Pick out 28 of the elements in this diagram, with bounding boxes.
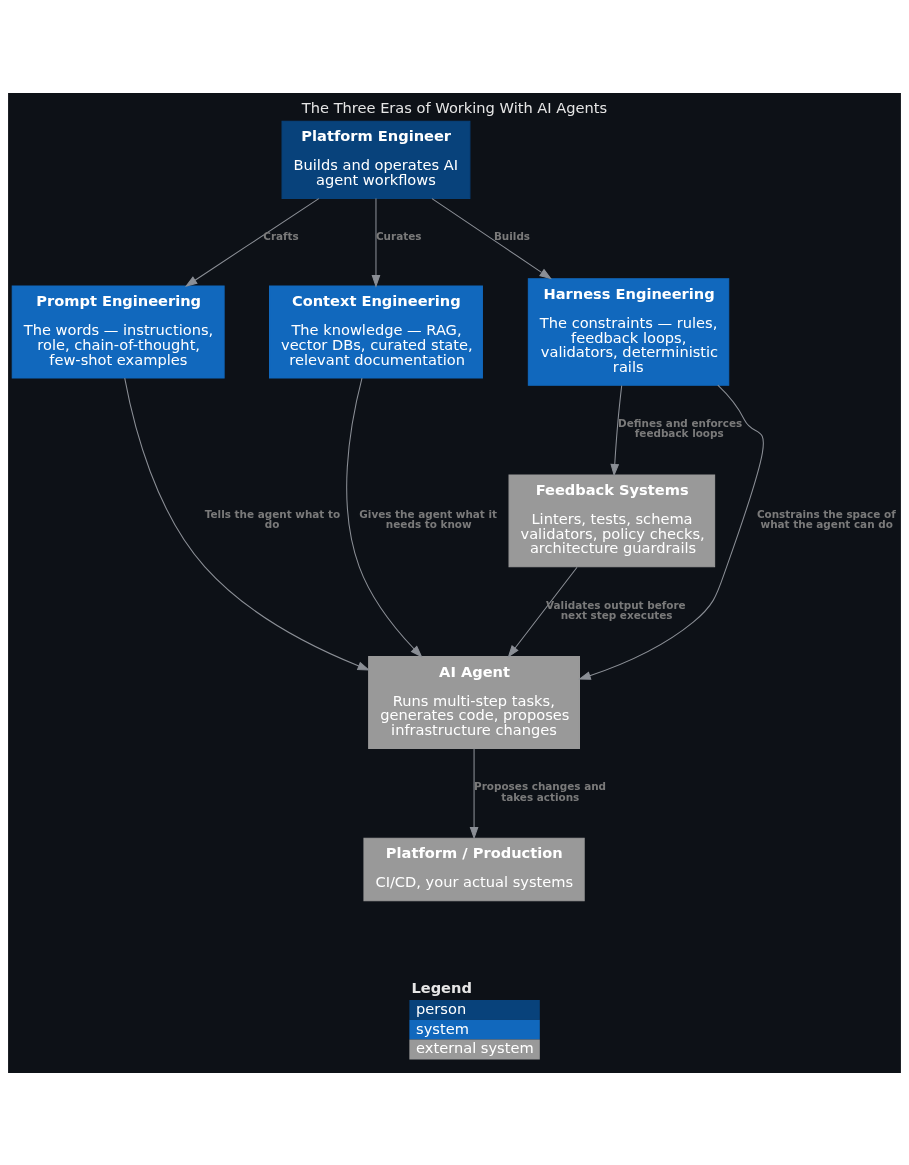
legend-label: external system [416,1038,534,1056]
arrow [184,197,320,287]
node-box: Harness Engineering The constraints — rules, feedback loops, validators, deterministic rails [527,277,730,386]
arrow [124,377,371,670]
diagram-title: The Three Eras of Working With AI Agents [301,98,608,116]
edge-label: Gives the agent what it needs to know [359,507,498,530]
edge-label: Tells the agent what to do [204,507,341,530]
node-box: AI Agent Runs multi-step tasks, generates code, proposes infrastructure changes [368,655,580,749]
arrow [346,377,423,658]
edge-label: Constrains the space of what the agent can do [756,507,896,530]
label: Legend [411,978,472,996]
node-box: Platform / Production CI/CD, your actual systems [363,837,585,901]
arrow [507,566,578,658]
arrow [610,384,623,476]
edge-label: Crafts [263,229,299,242]
node-box: Prompt Engineering The words — instructions, role, chain-of-thought, few-shot examples [11,285,225,378]
node-box: Platform Engineer Builds and operates AI agent workflows [281,120,471,199]
arrow [431,197,552,279]
edge-label: Defines and enforces feedback loops [618,416,743,439]
edge-label: Proposes changes and takes actions [474,779,607,803]
legend-label: system [416,1019,469,1037]
node-box: Feedback Systems Linters, tests, schema validators, policy checks, architecture guardrails [508,473,716,567]
node-box: Context Engineering The knowledge — RAG, vector DBs, curated state, relevant documentation [269,285,483,378]
arrow [469,747,479,840]
arrow [371,197,381,288]
edge-label: Builds [493,229,531,242]
legend-label: person [416,999,467,1017]
arrow [578,384,764,680]
